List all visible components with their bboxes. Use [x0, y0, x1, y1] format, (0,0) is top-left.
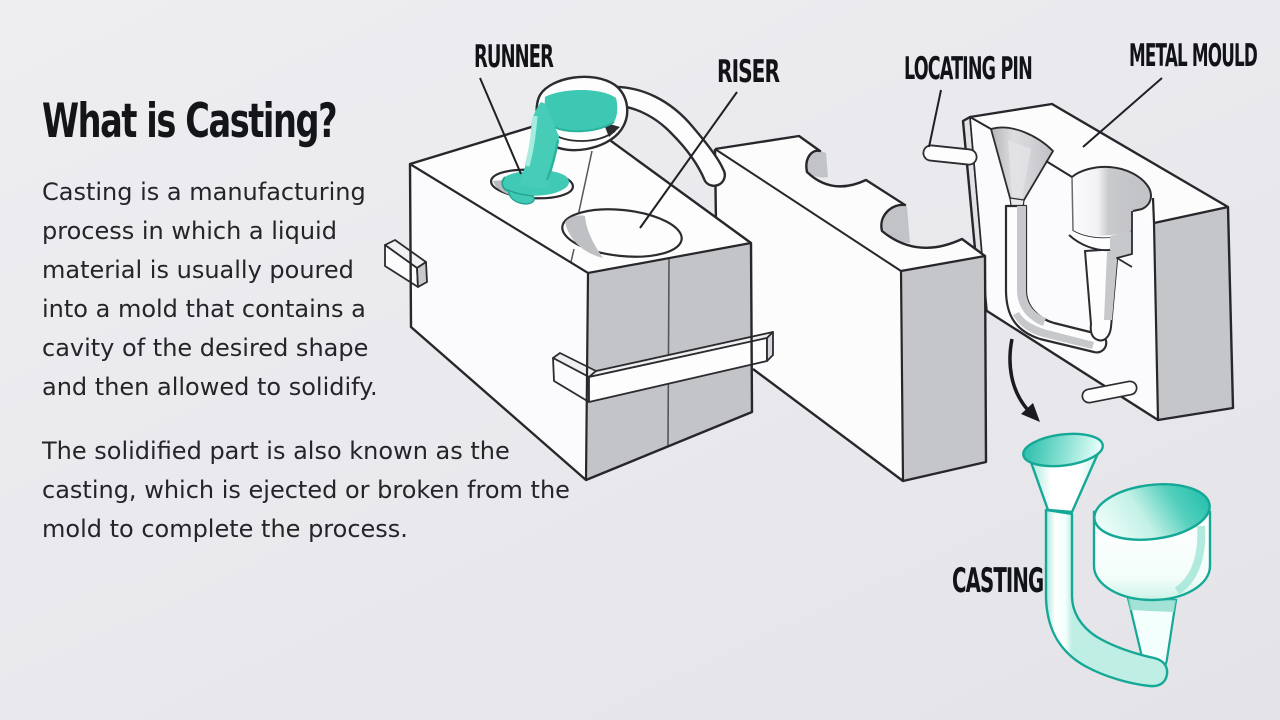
ladle: [519, 75, 726, 189]
label-casting: CASTING: [952, 561, 1044, 601]
intro-paragraph-line-5: cavity of the desired shape: [42, 334, 369, 362]
page-title: What is Casting?: [42, 94, 338, 149]
arrow-head: [1021, 403, 1040, 422]
locating-pin: [922, 144, 978, 166]
sprue-channel-shadow: [1017, 206, 1046, 326]
riser-hole-shadow: [565, 215, 603, 258]
mold-front-face: [410, 164, 588, 480]
half-mold-outline: [714, 134, 988, 483]
half-mold-side-edges: [899, 254, 986, 482]
cast-cylinder-top: [1093, 483, 1211, 541]
half-mold-parting-edge: [714, 148, 902, 272]
locating-pin-body: [924, 146, 976, 164]
ejection-arrow: [1008, 338, 1040, 422]
molten-pool-rim: [501, 176, 508, 192]
runner-leader-line: [479, 77, 522, 175]
mould-top-face: [970, 104, 1228, 223]
mould-corner-edges: [1151, 197, 1229, 421]
casting-part: [1022, 432, 1212, 688]
cast-funnel: [1022, 432, 1104, 514]
side-tab-end: [416, 261, 428, 288]
half-mold-notch1: [806, 150, 828, 178]
half-mold-side-face: [901, 256, 986, 481]
mold-parting-line-top: [570, 150, 593, 263]
secondary-paragraph-line-1: The solidified part is also known as the: [42, 437, 510, 465]
intro-paragraph: Casting is a manufacturing process in wh…: [42, 173, 378, 407]
cast-funnel-top: [1022, 432, 1104, 468]
mold-parting-line-front: [667, 257, 670, 447]
intro-paragraph-line-1: Casting is a manufacturing: [42, 178, 366, 206]
metal-mould-leader-line: [1082, 77, 1163, 148]
molten-pool-drip: [507, 188, 535, 205]
cylinder-cavity-left-edge: [1071, 176, 1074, 232]
riser-hole: [561, 208, 683, 258]
cast-cylinder-side-highlight: [1174, 525, 1206, 595]
intro-paragraph-line-3: material is usually poured: [42, 256, 354, 284]
secondary-paragraph-line-2: casting, which is ejected or broken from…: [42, 476, 570, 504]
label-runner: RUNNER: [474, 39, 554, 75]
cavity-step-shadow: [1110, 231, 1132, 258]
label-riser: RISER: [717, 54, 780, 90]
secondary-paragraph: The solidified part is also known as the…: [42, 432, 570, 549]
mould-top-edge-segments: [969, 116, 1073, 178]
clamp-bar-end: [766, 331, 774, 362]
intro-paragraph-line-4: into a mold that contains a: [42, 295, 366, 323]
gate-channel-shadow: [1104, 249, 1118, 320]
mold-top-edges: [409, 163, 752, 481]
intro-paragraph-line-2: process in which a liquid: [42, 217, 337, 245]
cast-tube: [1044, 508, 1169, 688]
cavity-step-edges: [1116, 211, 1133, 268]
half-mold-notch2: [881, 204, 910, 243]
ladle-liquid-edge: [551, 121, 615, 133]
cast-gate-shadow: [1128, 598, 1176, 612]
mould-side-face: [1154, 207, 1233, 420]
locating-pin-leader-line: [928, 89, 942, 148]
label-metal-mould: METAL MOULD: [1129, 38, 1258, 74]
riser-leader-line: [639, 91, 738, 229]
runner-channel-shadow: [1013, 312, 1094, 349]
cylinder-cavity-rim: [1071, 165, 1152, 212]
secondary-paragraph-line-3: mold to complete the process.: [42, 515, 408, 543]
lower-pin-body: [1083, 382, 1136, 402]
ladle-handle: [610, 85, 726, 188]
annotations: [479, 77, 1163, 422]
stream-body: [519, 102, 559, 189]
intro-paragraph-line-6: and then allowed to solidify.: [42, 373, 378, 401]
molten-stream: [519, 102, 560, 189]
sprue-funnel-highlight: [1008, 140, 1031, 198]
stream-highlight: [524, 115, 538, 167]
ladle-liquid: [544, 90, 618, 132]
label-locating-pin: LOCATING PIN: [904, 51, 1033, 87]
clamp-bar: [552, 331, 774, 403]
mold-half-block: [713, 134, 988, 483]
cast-cylinder: [1092, 483, 1212, 602]
arrow-curve: [1008, 338, 1029, 411]
stream-edge: [545, 139, 560, 181]
lower-pin: [1081, 380, 1138, 404]
metal-mould-block: [922, 102, 1235, 422]
